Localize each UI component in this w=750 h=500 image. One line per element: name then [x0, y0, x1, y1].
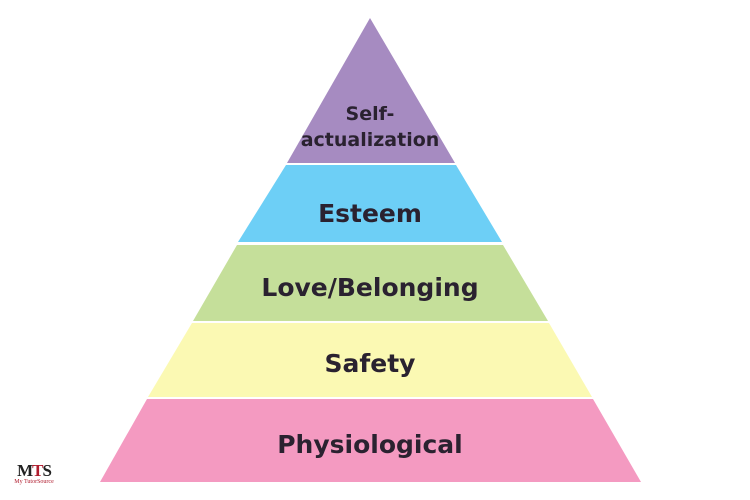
logo: MTS My TutorSource [8, 462, 60, 486]
level-label-physiological: Physiological [277, 430, 463, 459]
pyramid-level-love-belonging [193, 245, 548, 321]
pyramid-level-safety [148, 323, 592, 397]
pyramid-level-self-actualization [287, 18, 455, 163]
pyramid-level-esteem [238, 165, 502, 242]
pyramid-level-physiological [100, 399, 641, 482]
level-label-esteem: Esteem [318, 199, 422, 228]
level-label-self-line2: actualization [301, 129, 440, 151]
logo-tagline: My TutorSource [14, 479, 54, 485]
level-label-safety: Safety [325, 349, 416, 378]
logo-mark: MTS [17, 461, 52, 480]
level-label-love-belonging: Love/Belonging [261, 273, 478, 302]
level-label-self-line1: Self- [346, 103, 395, 125]
